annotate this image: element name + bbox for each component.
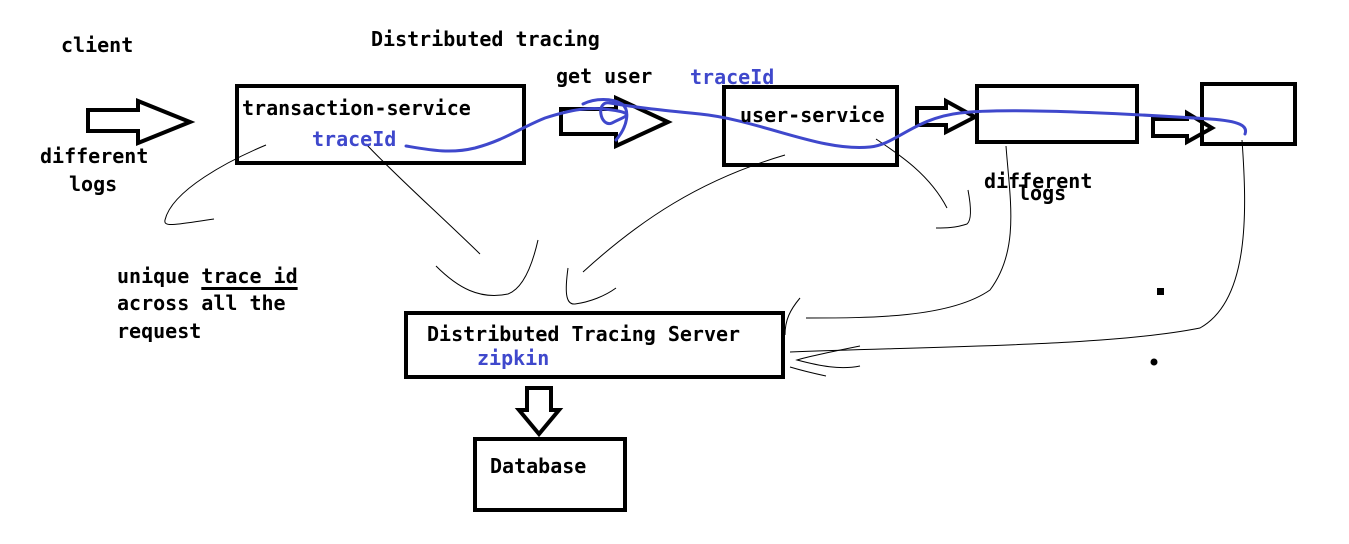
user-to-server-curve <box>582 154 786 273</box>
server-curve-left <box>435 239 539 297</box>
right-logs-label-line1: different <box>984 169 1093 193</box>
user-service-label: user-service <box>740 103 885 127</box>
transaction-trace-id-label: traceId <box>312 127 397 151</box>
tracing-server-box <box>404 311 785 379</box>
transaction-service-box <box>235 84 526 165</box>
user-service-box <box>722 85 899 167</box>
transaction-service-label: transaction-service <box>242 96 471 120</box>
client-label: client <box>61 33 134 57</box>
note-line-1-emphasis: trace id <box>201 264 298 288</box>
server-curve-mid <box>565 267 617 305</box>
tracing-server-tool-label: zipkin <box>477 346 550 370</box>
dot-mark-small <box>1150 358 1158 366</box>
note-line-1: unique trace id <box>117 265 298 287</box>
server-return-curve <box>795 345 861 369</box>
client-logs-label-line1: different <box>40 144 149 168</box>
right-logs-curve <box>875 138 948 209</box>
right-logs-tail <box>935 189 971 229</box>
database-label: Database <box>490 454 587 478</box>
diagram-title: Distributed tracing <box>371 27 600 51</box>
last-to-server-curve <box>789 139 1246 353</box>
downstream-to-server-curve <box>805 145 1012 319</box>
get-user-arrow <box>559 94 673 150</box>
client-logs-label-line2: logs <box>69 172 118 196</box>
right-logs-label-line2: logs <box>1018 181 1067 205</box>
database-box <box>473 437 627 512</box>
request-trace-id-label: traceId <box>690 65 775 89</box>
dot-mark <box>1157 288 1164 295</box>
get-user-label: get user <box>556 64 653 88</box>
note-line-3: request <box>117 319 202 343</box>
transaction-to-server-curve <box>365 143 481 255</box>
trace-path <box>404 101 1248 153</box>
database-arrow <box>514 386 564 438</box>
tracing-server-label: Distributed Tracing Server <box>427 322 741 346</box>
server-bracket <box>784 297 801 336</box>
server-return-lower <box>789 366 827 377</box>
trace-path-loop <box>581 98 629 142</box>
note-line-2: across all the <box>117 291 286 315</box>
note-line-1-prefix: unique <box>117 264 202 288</box>
last-service-box <box>1200 82 1297 146</box>
client-arrow <box>86 98 196 146</box>
client-logs-curve <box>164 144 267 226</box>
